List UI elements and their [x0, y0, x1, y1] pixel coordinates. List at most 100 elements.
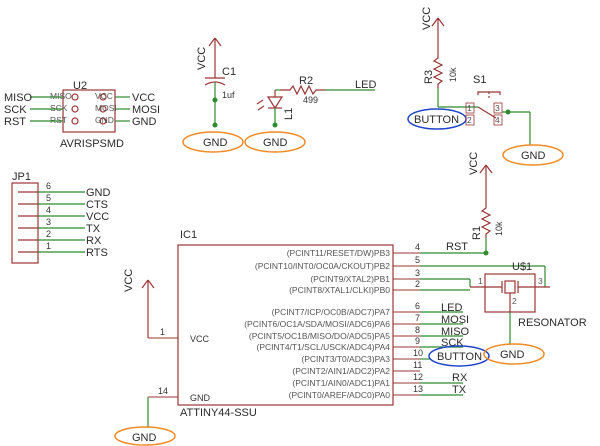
u2-pin-pad	[99, 105, 107, 113]
ic1-pin-number: 10	[413, 348, 423, 358]
ic1-gnd-label: GND	[132, 432, 157, 444]
s1-pin-number: 2	[467, 115, 472, 125]
ic1-pin-number: 9	[415, 336, 420, 346]
ic1-pin-label: VCC	[190, 334, 210, 344]
jp1-net-label: RTS	[86, 247, 108, 259]
gnd-highlight-oval	[502, 144, 564, 166]
s1-gnd-label: GND	[521, 150, 546, 162]
u2-pin-pad	[71, 117, 79, 125]
jp1-net-label: RX	[86, 235, 102, 247]
r3-zigzag	[432, 55, 444, 88]
r2-zigzag	[280, 84, 325, 96]
gnd-highlight-oval	[483, 343, 545, 365]
resonator-ref: U$1	[512, 261, 532, 273]
l1-gnd-label: GND	[263, 137, 288, 149]
u2-pin-pad	[71, 93, 79, 101]
ic1-pin-label: (PCINT0/AREF/ADC0)PA0	[289, 390, 391, 400]
ic1-part: ATTINY44-SSU	[180, 407, 257, 419]
ic1-pin-label: (PCINT2/AIN1/ADC2)PA2	[292, 366, 390, 376]
resonator-u1: U$1 1 2 3 RESONATOR GND	[470, 261, 587, 365]
jp1-net-label: GND	[86, 187, 111, 199]
c1-value: 1uf	[222, 90, 235, 100]
microcontroller-ic1: IC1 ATTINY44-SSU VCC 1 VCC 14 GND GND (P…	[114, 229, 546, 446]
resonator-name: RESONATOR	[518, 317, 587, 329]
r1-zigzag	[480, 205, 492, 238]
u2-pin-pad	[71, 105, 79, 113]
resonator-pin-number: 3	[538, 276, 543, 286]
vcc-arrow-icon	[431, 17, 445, 27]
led-triangle	[266, 96, 284, 110]
ic1-pin-label: (PCINT4/T1/SCL/USCK/ADC4)PA4	[256, 342, 390, 352]
crystal-icon	[504, 280, 516, 294]
ic1-pin-label: (PCINT7/ICP/OC0B/ADC7)PA7	[272, 307, 391, 317]
u2-inner-label: VCC	[95, 91, 113, 101]
ic1-net-label: MISO	[441, 326, 470, 338]
ic1-net-label: TX	[452, 384, 467, 396]
s1-ref: S1	[473, 74, 486, 86]
s1-contact	[477, 106, 497, 119]
r3-ref: R3	[423, 70, 435, 84]
l1-ref: L1	[283, 108, 295, 120]
resonator-pin-number: 2	[512, 296, 517, 306]
ic1-net-label: LED	[441, 302, 462, 314]
u2-inner-label: GND	[95, 115, 114, 125]
u2-pin-pad	[99, 93, 107, 101]
jp1-pin-number: 6	[46, 181, 51, 191]
jp1-pin-number: 2	[46, 229, 51, 239]
ic1-pin-label: (PCINT11/RESET/DW)PB3	[287, 248, 391, 258]
u2-net-label: GND	[132, 116, 157, 128]
ic1-pin-number: 13	[413, 384, 423, 394]
ic1-pin-number: 5	[415, 255, 420, 265]
u2-net-label: VCC	[132, 92, 155, 104]
ic1-body	[177, 244, 394, 406]
gnd-highlight-oval	[244, 131, 306, 153]
led-ray-icon	[257, 105, 265, 111]
ic1-pin-label: (PCINT6/OC1A/SDA/MOSI/ADC6)PA6	[244, 319, 390, 329]
jp1-pin-number: 5	[46, 193, 51, 203]
ic1-pin-label: (PCINT5/OC1B/MISO/DO/ADC5)PA5	[249, 331, 390, 341]
u2-net-label: SCK	[4, 104, 27, 116]
u2-inner-label: MOSI	[95, 103, 117, 113]
vcc-arrow-icon	[479, 164, 493, 174]
r3-value: 10k	[448, 67, 458, 82]
vcc-arrow-icon	[141, 279, 155, 289]
gnd-highlight-oval	[114, 426, 176, 446]
ic1-pin-number: 1	[160, 327, 165, 337]
u2-net-label: RST	[4, 116, 26, 128]
resonator-gnd-label: GND	[500, 349, 525, 361]
ftdi-header-jp1: JP1 6 5 4 3 2 1 GND CTS VCC TX RX RTS	[11, 171, 111, 264]
u2-body	[62, 89, 116, 133]
ic1-pin-label: (PCINT3/T0/ADC3)PA3	[301, 354, 390, 364]
led-ray-icon	[256, 99, 264, 105]
u2-net-label: MISO	[4, 92, 33, 104]
ic1-pin-label: (PCINT10/INT0/OC0A/CKOUT)PB2	[255, 261, 390, 271]
c1-ref: C1	[222, 66, 236, 78]
r2-net-label: LED	[355, 79, 376, 91]
ic1-pin-number: 11	[413, 360, 422, 370]
u2-inner-label: MISO	[50, 91, 72, 101]
avrisp-header-u2: U2 MISO SCK RST VCC MOSI GND MISO SCK RS…	[4, 80, 160, 150]
ic1-pin-label: (PCINT8/XTAL1/CLKI)PB0	[289, 285, 390, 295]
resonator-pin-number: 1	[478, 276, 483, 286]
ic1-pin-label: (PCINT1/AIN0/ADC1)PA1	[292, 378, 390, 388]
s1-pin-number: 3	[495, 103, 500, 113]
ic1-pin-number: 14	[158, 386, 168, 396]
u2-name: AVRISPSMD	[60, 138, 124, 150]
reset-pullup-r1: VCC R1 10k	[468, 152, 504, 256]
s1-pin-number: 4	[495, 115, 500, 125]
r1-value: 10k	[494, 221, 504, 236]
ic1-net-label: MOSI	[441, 314, 469, 326]
u2-ref: U2	[73, 80, 87, 92]
ic1-net-label: BUTTON	[437, 351, 482, 363]
ic1-net-label: RX	[452, 372, 468, 384]
r1-supply-label: VCC	[468, 152, 480, 175]
ic1-pin-number: 8	[415, 325, 420, 335]
u2-pin-pad	[99, 117, 107, 125]
ic1-ref: IC1	[180, 229, 197, 241]
jp1-ref: JP1	[12, 171, 31, 183]
button-highlight-oval	[428, 345, 490, 367]
u2-inner-label: RST	[50, 115, 67, 125]
ic1-pin-number: 6	[415, 301, 420, 311]
